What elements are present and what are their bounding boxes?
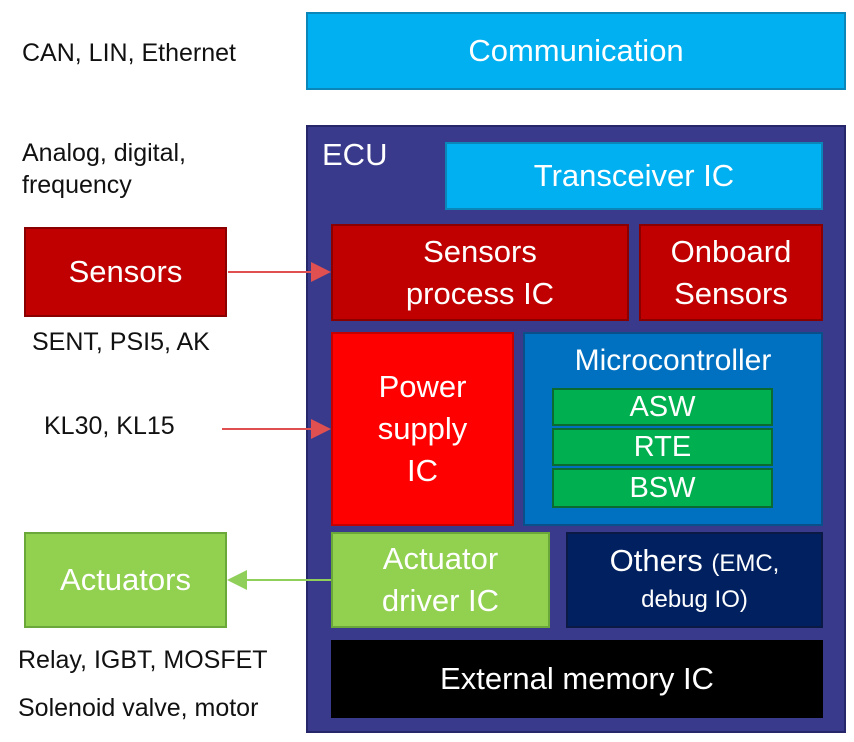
- onboard-sensors-label-line1: Onboard: [670, 233, 792, 269]
- bsw-layer-label: BSW: [629, 472, 696, 504]
- communication-block: Communication: [306, 12, 846, 90]
- sensors-label: Sensors: [68, 254, 183, 289]
- actuator-driver-ic-block: Actuator driver IC: [331, 532, 550, 628]
- others-label: Others: [609, 542, 703, 578]
- power-supply-ic-block: Power supply IC: [331, 332, 514, 526]
- actuator-types-label-line2: Solenoid valve, motor: [18, 694, 259, 722]
- signal-types-label-line1: Analog, digital,: [22, 139, 187, 167]
- signal-types-label-line2: frequency: [22, 171, 132, 199]
- others-label-line1: Others (EMC,: [610, 543, 780, 582]
- others-block: Others (EMC, debug IO): [566, 532, 823, 628]
- others-detail-line1: (EMC,: [711, 549, 780, 577]
- actuator-driver-ic-label-line1: Actuator: [382, 541, 499, 576]
- onboard-sensors-label-line2: Sensors: [674, 275, 788, 311]
- rte-layer-label: RTE: [633, 431, 692, 463]
- power-supply-ic-label-line1: Power: [378, 369, 467, 404]
- transceiver-ic-label: Transceiver IC: [533, 158, 735, 193]
- power-supply-ic-label-line3: IC: [407, 453, 438, 488]
- actuators-label: Actuators: [60, 562, 191, 597]
- external-memory-ic-block: External memory IC: [331, 640, 823, 718]
- others-detail-line2: debug IO): [641, 585, 748, 613]
- onboard-sensors-block: Onboard Sensors: [639, 224, 823, 321]
- microcontroller-title: Microcontroller: [574, 344, 772, 377]
- sensors-block: Sensors: [24, 227, 227, 317]
- asw-layer: ASW: [552, 388, 773, 426]
- ecu-title: ECU: [322, 137, 388, 172]
- rte-layer: RTE: [552, 428, 773, 466]
- communication-label: Communication: [468, 33, 684, 68]
- sensors-process-ic-block: Sensors process IC: [331, 224, 629, 321]
- comm-protocols-label: CAN, LIN, Ethernet: [22, 39, 236, 67]
- sensor-protocols-label: SENT, PSI5, AK: [32, 328, 210, 356]
- power-supply-ic-label-line2: supply: [377, 411, 468, 446]
- asw-layer-label: ASW: [629, 391, 696, 423]
- transceiver-ic-block: Transceiver IC: [445, 142, 823, 210]
- sensors-process-ic-label-line1: Sensors: [423, 233, 537, 269]
- power-terminals-label: KL30, KL15: [44, 412, 175, 440]
- sensors-process-ic-label-line2: process IC: [405, 275, 555, 311]
- actuator-types-label-line1: Relay, IGBT, MOSFET: [18, 646, 268, 674]
- bsw-layer: BSW: [552, 468, 773, 508]
- actuators-block: Actuators: [24, 532, 227, 628]
- external-memory-ic-label: External memory IC: [440, 661, 714, 696]
- actuator-driver-ic-label-line2: driver IC: [381, 583, 500, 618]
